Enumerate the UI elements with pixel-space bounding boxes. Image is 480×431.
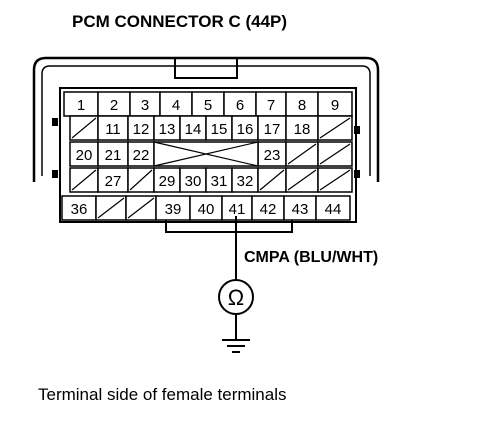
terminal-blank-blank-slash — [287, 169, 317, 191]
terminal-8: 8 — [298, 97, 306, 114]
terminal-18-box — [285, 115, 319, 141]
terminal-40-box — [189, 195, 223, 221]
terminal-7-box — [255, 91, 287, 117]
terminal-13-box — [153, 115, 181, 141]
terminal-16-box — [231, 115, 259, 141]
terminal-23: 23 — [264, 147, 281, 164]
grid-frame — [59, 87, 357, 223]
terminal-43-box — [283, 195, 317, 221]
terminal-42: 42 — [260, 201, 277, 218]
blocked-cross-b — [153, 141, 259, 167]
terminal-21-box — [97, 141, 129, 167]
terminal-blank-blank-slash — [97, 197, 125, 219]
terminal-30: 30 — [185, 173, 202, 190]
terminal-43: 43 — [292, 201, 309, 218]
terminal-31: 31 — [211, 173, 228, 190]
terminal-31-box — [205, 167, 233, 193]
diagram-caption: Terminal side of female terminals — [38, 385, 286, 404]
terminal-40: 40 — [198, 201, 215, 218]
terminal-7: 7 — [267, 97, 275, 114]
terminal-blank-blank-slash — [71, 169, 97, 191]
connector-shell — [32, 56, 380, 182]
terminal-20-box — [69, 141, 99, 167]
connector-latch — [174, 57, 238, 79]
terminal-blank-blank-slash — [319, 143, 351, 165]
terminal-2: 2 — [110, 97, 118, 114]
terminal-44: 44 — [325, 201, 342, 218]
terminal-32-box — [231, 167, 259, 193]
left-notch-bottom — [52, 170, 58, 178]
terminal-41: 41 — [229, 201, 246, 218]
terminal-9: 9 — [331, 97, 339, 114]
terminal-5: 5 — [204, 97, 212, 114]
terminal-17: 17 — [264, 121, 281, 138]
terminal-27: 27 — [105, 173, 122, 190]
terminal-39: 39 — [165, 201, 182, 218]
terminal-6: 6 — [236, 97, 244, 114]
bottom-lock — [165, 216, 293, 233]
terminal-29: 29 — [159, 173, 176, 190]
terminal-blank-blank-slash — [129, 169, 153, 191]
diagram-title: PCM CONNECTOR C (44P) — [72, 12, 287, 31]
terminal-14: 14 — [185, 121, 202, 138]
terminal-16: 16 — [237, 121, 254, 138]
terminal-blank-blank-slash — [319, 169, 351, 191]
terminal-blank-blank-slash — [71, 117, 97, 139]
terminal-42-box — [251, 195, 285, 221]
terminal-36-box — [61, 195, 97, 221]
terminal-3: 3 — [141, 97, 149, 114]
terminal-23-box — [257, 141, 287, 167]
terminal-11: 11 — [105, 121, 121, 138]
terminal-29-box — [153, 167, 181, 193]
terminal-44-box — [315, 195, 351, 221]
left-notch-top — [52, 118, 58, 126]
blocked-zone — [153, 141, 259, 167]
terminal-blank-blank-slash — [127, 197, 155, 219]
terminal-5-box — [191, 91, 225, 117]
terminal-8-box — [285, 91, 319, 117]
terminal-32: 32 — [237, 173, 254, 190]
terminal-21: 21 — [105, 147, 122, 164]
ohm-symbol: Ω — [228, 285, 244, 310]
terminal-15: 15 — [211, 121, 228, 138]
terminal-4: 4 — [172, 97, 180, 114]
terminal-39-box — [155, 195, 191, 221]
terminal-15-box — [205, 115, 233, 141]
terminal-11-box — [97, 115, 129, 141]
connector-shell-inner — [41, 65, 371, 176]
terminal-blank-blank-slash — [287, 143, 317, 165]
terminal-36: 36 — [71, 201, 88, 218]
terminal-1: 1 — [77, 97, 85, 114]
wire-label: CMPA (BLU/WHT) — [244, 249, 378, 266]
terminal-blank-blank-slash — [259, 169, 285, 191]
terminal-1-box — [63, 91, 99, 117]
terminal-13: 13 — [159, 121, 176, 138]
terminal-12: 12 — [133, 121, 150, 138]
terminal-blank-blank-slash — [319, 117, 351, 139]
terminal-22: 22 — [133, 147, 150, 164]
terminal-18: 18 — [294, 121, 311, 138]
terminal-20: 20 — [76, 147, 93, 164]
